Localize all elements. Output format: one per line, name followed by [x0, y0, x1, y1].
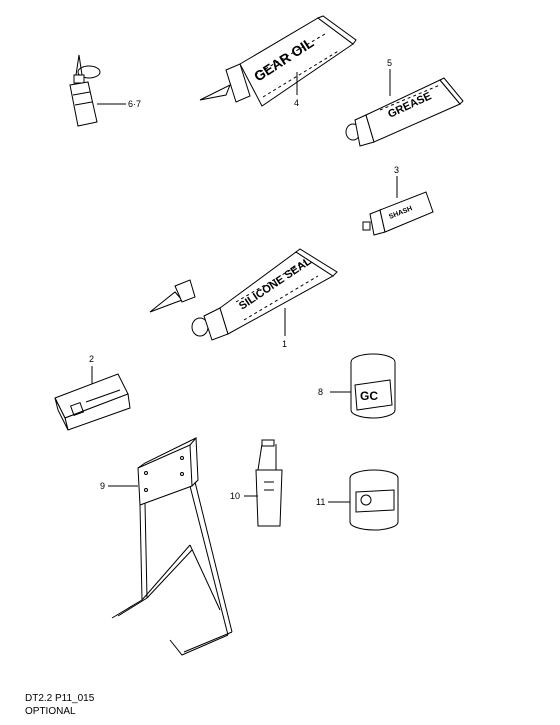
can-part: GC: [350, 353, 396, 419]
callout-2: 2: [89, 354, 94, 364]
grease-tube-part: [345, 77, 464, 147]
callout-6-7: 6·7: [128, 99, 141, 109]
callout-8: 8: [318, 387, 323, 397]
box-part: [54, 373, 131, 431]
tin-part: [349, 469, 399, 531]
tagged-packet-part: [255, 439, 283, 527]
gear-oil-tube-part: [199, 15, 357, 107]
callout-11: 11: [316, 497, 325, 507]
small-tube-part: [362, 191, 434, 236]
callout-3: 3: [394, 165, 399, 175]
callout-4: 4: [294, 98, 299, 108]
stand-part: [111, 436, 233, 656]
callout-5: 5: [387, 58, 392, 68]
callout-10: 10: [230, 491, 240, 501]
silicone-seal-tube-part: [149, 248, 338, 341]
svg-text:GC: GC: [360, 389, 378, 403]
callout-9: 9: [100, 481, 105, 491]
oil-bottle-part: [69, 54, 101, 127]
optional-note: OPTIONAL: [25, 706, 76, 717]
callout-1: 1: [282, 339, 287, 349]
diagram-code: DT2.2 P11_015: [25, 693, 95, 704]
